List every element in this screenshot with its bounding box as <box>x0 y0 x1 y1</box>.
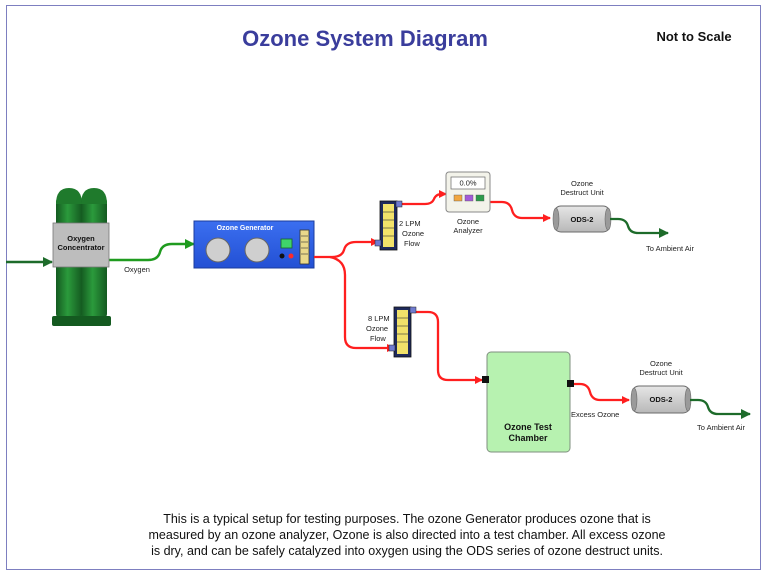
ods-bottom-label: ODS-2 <box>650 395 673 404</box>
ods-bottom-unit: ODS-2 <box>630 385 692 414</box>
analyzer-label-line1: Ozone <box>457 217 479 226</box>
analyzer-display <box>450 176 486 190</box>
generator-gauge <box>299 229 310 265</box>
ods-bottom-outlet-line <box>690 398 751 419</box>
flow-meter-bottom <box>388 306 417 358</box>
chamber-outlet-port <box>567 380 574 387</box>
chamber-label-line1: Ozone Test <box>504 422 552 432</box>
oxygen-concentrator: Oxygen Concentrator <box>52 188 111 326</box>
chamber-inlet-port <box>482 376 489 383</box>
oxygen-line <box>108 239 195 262</box>
scale-note: Not to Scale <box>656 29 731 44</box>
ozone-line-generator-to-bottom-flowmeter <box>329 255 395 352</box>
ods-top-outlet-label: To Ambient Air <box>646 244 694 253</box>
generator-dial-right <box>244 237 270 263</box>
ozone-line-generator-to-top-flowmeter <box>314 238 379 259</box>
ozone-generator: Ozone Generator <box>193 220 315 269</box>
ods-top-unit: ODS-2 <box>552 205 612 233</box>
analyzer-button-orange <box>453 194 463 202</box>
ods-bottom-caption-line1: Ozone <box>650 359 672 368</box>
caption-line1: This is a typical setup for testing purp… <box>163 512 651 526</box>
flow-bottom-line3: Flow <box>370 334 386 343</box>
generator-knob-red <box>288 253 294 259</box>
flow-top-line3: Flow <box>404 239 420 248</box>
generator-label: Ozone Generator <box>217 225 274 232</box>
flow-top-line2: Ozone <box>402 229 424 238</box>
ods-top-outlet-line <box>610 217 669 238</box>
ozone-line-chamber-to-ods-bottom <box>571 382 630 404</box>
ozone-line-analyzer-to-ods-top <box>490 200 551 222</box>
caption-line2: measured by an ozone analyzer, Ozone is … <box>149 528 666 542</box>
excess-ozone-label: Excess Ozone <box>571 410 619 419</box>
flow-top-line1: 2 LPM <box>399 219 421 228</box>
flow-bottom-line2: Ozone <box>366 324 388 333</box>
analyzer-button-purple <box>464 194 474 202</box>
analyzer-display-value: 0.0% <box>459 179 476 188</box>
generator-knob-black <box>279 253 285 259</box>
concentrator-label-line2: Concentrator <box>57 243 104 252</box>
ods-bottom-caption-line2: Destruct Unit <box>639 368 683 377</box>
ods-top-caption-line2: Destruct Unit <box>560 188 604 197</box>
analyzer-button-green <box>475 194 485 202</box>
analyzer-label-line2: Analyzer <box>453 226 483 235</box>
caption-line3: is dry, and can be safely catalyzed into… <box>151 544 663 558</box>
diagram-title: Ozone System Diagram <box>242 26 488 51</box>
ozone-line-bottom-flowmeter-to-chamber <box>410 310 483 384</box>
ozone-analyzer: 0.0% <box>445 171 491 213</box>
generator-dial-left <box>205 237 231 263</box>
ods-top-caption-line1: Ozone <box>571 179 593 188</box>
ods-top-label: ODS-2 <box>571 215 594 224</box>
ozone-test-chamber: Ozone Test Chamber <box>482 351 574 453</box>
diagram-frame <box>6 5 761 570</box>
ozone-line-top-flowmeter-to-analyzer <box>398 190 447 206</box>
flow-meter-top <box>374 200 403 251</box>
chamber-label-line2: Chamber <box>508 433 548 443</box>
flow-bottom-line1: 8 LPM <box>368 314 390 323</box>
generator-indicator <box>280 238 293 249</box>
concentrator-label-line1: Oxygen <box>67 234 95 243</box>
ods-bottom-outlet-label: To Ambient Air <box>697 423 745 432</box>
oxygen-label: Oxygen <box>124 265 150 274</box>
